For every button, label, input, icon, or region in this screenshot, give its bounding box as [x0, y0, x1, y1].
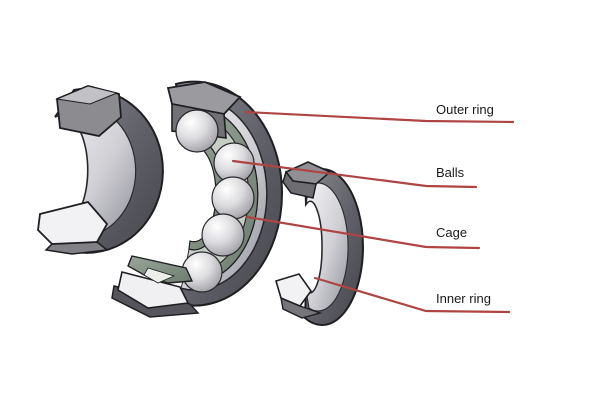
ring-segment-left-graphic	[37, 85, 164, 255]
leader-outer-ring	[243, 110, 515, 124]
bearing-assembly-graphic	[111, 80, 283, 318]
label-balls: Balls	[436, 165, 465, 180]
inner-ring-graphic	[275, 161, 364, 326]
leader-inner-ring	[313, 276, 511, 314]
label-outer-ring: Outer ring	[436, 102, 494, 117]
label-inner-ring: Inner ring	[436, 291, 491, 306]
leader-cage	[245, 215, 481, 250]
balls-graphic	[181, 142, 255, 293]
leader-balls	[231, 159, 478, 189]
label-cage: Cage	[436, 225, 468, 240]
leader-lines	[231, 110, 515, 314]
